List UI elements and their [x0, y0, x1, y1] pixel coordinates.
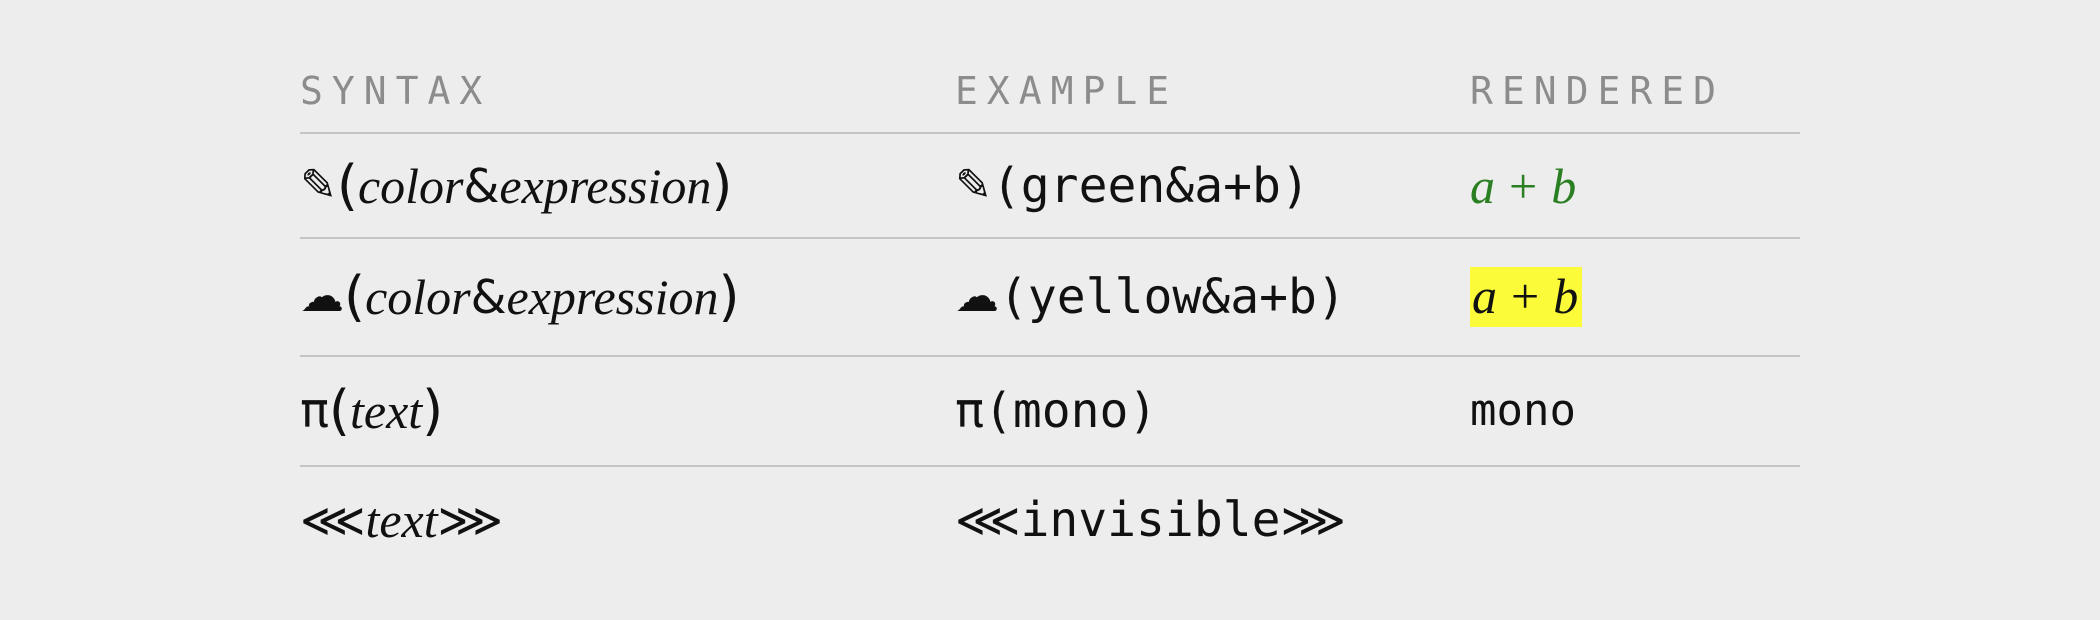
arg-text: mono [1012, 383, 1129, 439]
close-paren: ) [711, 153, 733, 217]
arg-color: yellow [1027, 269, 1202, 325]
ampersand: & [1165, 157, 1195, 214]
example-cell: ✎ ( green & a+b ) [955, 134, 1310, 237]
rendered-cell: a+b [1470, 239, 1583, 355]
close-chevron: ⋙ [437, 492, 504, 547]
param-color: color [365, 269, 471, 325]
cloud-icon: ☁ [955, 271, 999, 322]
param-expression: expression [506, 269, 719, 325]
table-row: ⋘ text ⋙ ⋘ invisible ⋙ [300, 467, 1800, 572]
ampersand: & [463, 158, 500, 213]
close-paren: ) [1316, 269, 1346, 325]
example-cell: π ( mono ) [955, 357, 1157, 465]
close-paren: ) [718, 265, 740, 328]
open-paren: ( [999, 269, 1028, 325]
math-a: a [1472, 268, 1499, 324]
table-header: SYNTAX EXAMPLE RENDERED [300, 60, 1800, 134]
open-paren: ( [991, 157, 1021, 214]
open-paren: ( [328, 379, 350, 442]
ampersand: & [470, 270, 507, 324]
param-expression: expression [499, 157, 712, 214]
arg-expression: a+b [1194, 157, 1281, 214]
close-paren: ) [1128, 383, 1158, 439]
table-row: ✎ ( color & expression ) ✎ ( green & a+b… [300, 134, 1800, 239]
param-text: text [365, 491, 438, 548]
syntax-cell: ⋘ text ⋙ [300, 467, 503, 572]
arg-color: green [1020, 157, 1166, 214]
close-paren: ) [1280, 157, 1310, 214]
cloud-icon: ☁ [300, 271, 344, 322]
arg-expression: a+b [1230, 269, 1317, 325]
rendered-green-expression: a+b [1470, 161, 1578, 211]
syntax-cell: ☁ ( color & expression ) [300, 239, 740, 355]
rendered-mono-text: mono [1470, 385, 1576, 436]
math-plus: + [1509, 157, 1540, 214]
arg-text: invisible [1020, 491, 1281, 548]
pi-symbol: π [300, 383, 329, 439]
open-paren: ( [344, 265, 366, 328]
example-cell: ⋘ invisible ⋙ [955, 467, 1346, 572]
open-paren: ( [336, 153, 358, 217]
rendered-highlighted-expression: a+b [1470, 267, 1583, 327]
rendered-cell: a+b [1470, 134, 1578, 237]
open-paren: ( [983, 383, 1013, 439]
header-rendered: RENDERED [1470, 69, 1726, 113]
pencil-icon: ✎ [300, 159, 337, 211]
syntax-table: SYNTAX EXAMPLE RENDERED ✎ ( color & expr… [300, 60, 1800, 572]
header-syntax: SYNTAX [300, 69, 492, 113]
close-chevron: ⋙ [1280, 492, 1346, 547]
ampersand: & [1201, 269, 1231, 325]
math-a: a [1470, 157, 1497, 214]
syntax-cell: ✎ ( color & expression ) [300, 134, 732, 237]
open-chevron: ⋘ [955, 492, 1021, 547]
header-example: EXAMPLE [955, 69, 1179, 113]
open-chevron: ⋘ [300, 492, 366, 547]
math-b: b [1551, 157, 1579, 214]
pencil-icon: ✎ [955, 159, 992, 211]
param-text: text [349, 383, 423, 439]
param-color: color [357, 157, 464, 214]
table-row: π ( text ) π ( mono ) mono [300, 357, 1800, 467]
rendered-cell: mono [1470, 357, 1576, 465]
math-b: b [1553, 268, 1581, 324]
example-cell: ☁ ( yellow & a+b ) [955, 239, 1346, 355]
syntax-cell: π ( text ) [300, 357, 443, 465]
pi-symbol: π [955, 383, 984, 439]
close-paren: ) [422, 379, 444, 442]
table-row: ☁ ( color & expression ) ☁ ( yellow & a+… [300, 239, 1800, 357]
math-plus: + [1511, 268, 1542, 324]
